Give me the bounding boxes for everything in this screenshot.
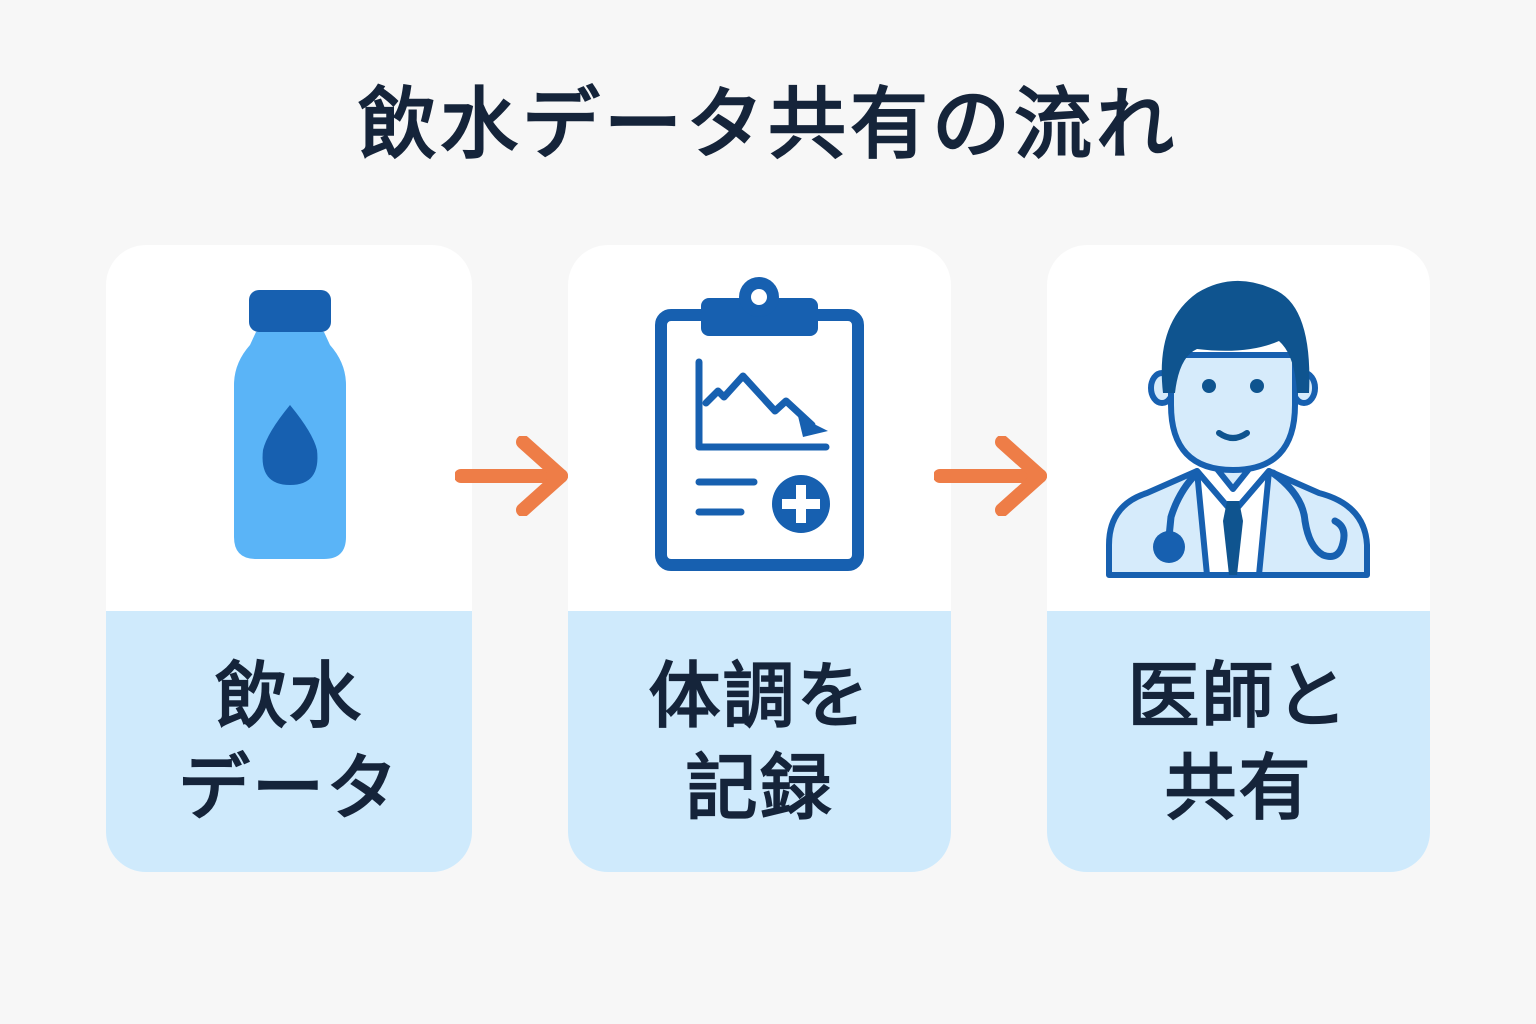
step-label-line: 医師と [1127, 653, 1350, 738]
step-label-line: 体調を [648, 653, 871, 738]
step-label-line: 記録 [685, 745, 834, 830]
step-label-box: 体調を 記録 [568, 611, 951, 872]
arrow-right-icon [934, 436, 1050, 516]
step-label-line: データ [177, 745, 400, 830]
step-card-record-condition: 体調を 記録 [568, 245, 951, 872]
page-title: 飲水データ共有の流れ [357, 80, 1178, 170]
step-card-water-data: 飲水 データ [106, 245, 472, 872]
step-label-line: 共有 [1164, 745, 1313, 830]
doctor-icon [1047, 245, 1430, 611]
water-bottle-icon [106, 245, 472, 611]
step-label-box: 医師と 共有 [1047, 611, 1430, 872]
step-card-share-doctor: 医師と 共有 [1047, 245, 1430, 872]
step-label-line: 飲水 [214, 653, 363, 738]
arrow-right-icon [455, 436, 571, 516]
clipboard-chart-icon [568, 245, 951, 611]
step-label-box: 飲水 データ [106, 611, 472, 872]
